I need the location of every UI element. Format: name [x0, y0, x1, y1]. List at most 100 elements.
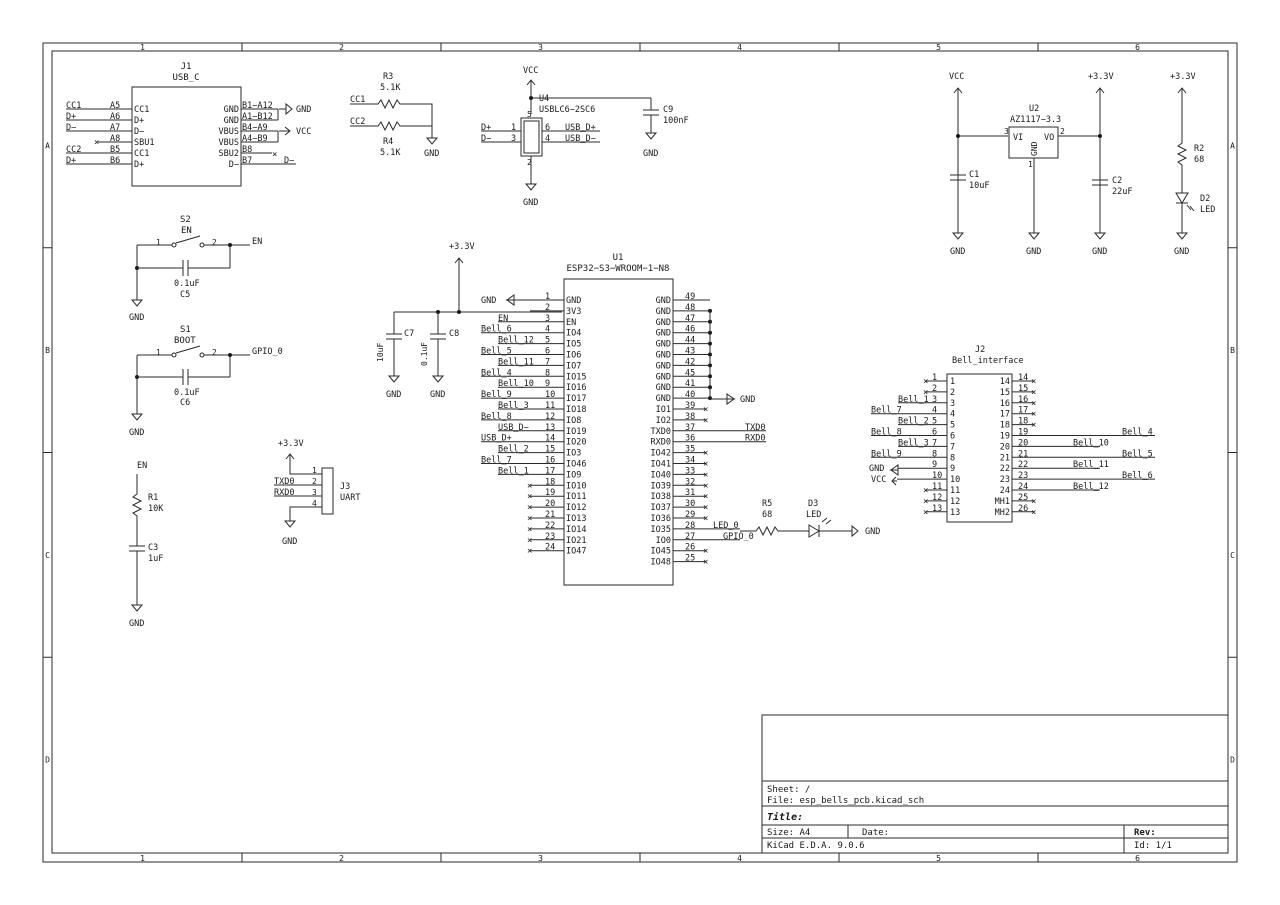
u1-right-no-connect: ×	[703, 405, 708, 415]
title-block-title: Title:	[767, 811, 803, 823]
u1-left-pin-number: 13	[545, 423, 555, 433]
u1-right-pin-name: GND	[656, 351, 671, 361]
u1-left-no-connect: ×	[527, 503, 532, 513]
j2-left-pin-name: 4	[950, 410, 955, 420]
j2-right-pin-number: 17	[1018, 406, 1028, 416]
j3-pin-number: 4	[312, 499, 317, 508]
frame-row-label-left: B	[45, 346, 50, 355]
u1-right-pin-name: RXD0	[651, 438, 671, 448]
j1-right-pin-number: B4−A9	[242, 123, 268, 133]
j1-right-net: D−	[284, 156, 294, 166]
c5-value: 0.1uF	[174, 279, 200, 289]
j1-vcc-label: VCC	[296, 127, 311, 137]
u1-right-pin-name: IO48	[651, 558, 671, 568]
j1-right-pin-number: A1−B12	[242, 112, 273, 122]
j2-left-pin-number: 8	[932, 449, 937, 459]
u1-right-pin-name: IO2	[656, 416, 671, 426]
u1-right-net: TXD0	[745, 423, 765, 433]
j2-right-pin-number: 14	[1018, 373, 1028, 383]
u1-right-pin-name: GND	[656, 340, 671, 350]
u1-right-pin-name: IO39	[651, 481, 671, 491]
j2-left-pin-number: 4	[932, 406, 937, 416]
r5-d3-status-led: R5 68 D3 LED GND	[740, 499, 880, 538]
j2-left-no-connect: ×	[923, 388, 928, 398]
u1-left-pin-number: 1	[545, 292, 550, 302]
j2-right-no-connect: ×	[1031, 410, 1036, 420]
u1-left-net: Bell_8	[481, 412, 512, 422]
j2-right-net: Bell_4	[1122, 428, 1153, 438]
u1-left-pin-number: 5	[545, 336, 550, 346]
u1-left-net: Bell_3	[498, 401, 529, 411]
u2-pin-vo: 2	[1060, 127, 1065, 136]
d3-gnd-label: GND	[865, 527, 880, 537]
u1-left-pin-number: 7	[545, 357, 550, 367]
frame-row-label-left: D	[45, 756, 50, 765]
j1-left-pin-number: A8	[110, 134, 120, 144]
u1-left-pin-name: EN	[566, 318, 576, 328]
r4-value: 5.1K	[380, 148, 401, 158]
j2-right-no-connect: ×	[1031, 377, 1036, 387]
u1-right-pin-number: 30	[685, 499, 695, 509]
j2-left-pin-number: 11	[932, 482, 942, 492]
frame-row-label-right: A	[1230, 141, 1235, 150]
c6-ref: C6	[180, 398, 190, 408]
u2-gnd-pin-name: GND	[1030, 141, 1039, 156]
u4-left-pin-1: 1	[511, 123, 516, 133]
s2-ref: S2	[180, 215, 191, 225]
u1-left-no-connect: ×	[527, 547, 532, 557]
j1-right-pin-name: SBU2	[219, 149, 239, 159]
j2-left-pin-number: 7	[932, 438, 937, 448]
u1-left-pin-name: IO5	[566, 340, 581, 350]
j2-bell-interface: J2 Bell_interface 11×22×33Bell_144Bell_7…	[869, 345, 1155, 523]
u1-right-no-connect: ×	[703, 470, 708, 480]
u2-vi: VI	[1013, 133, 1023, 143]
s1-boot-switch: S1 BOOT 1 2 GPIO_0 0.1uF C6 GND	[129, 325, 283, 438]
u4-right-pin-1: 6	[545, 123, 550, 133]
j1-left-pin-name: D−	[134, 127, 144, 137]
frame-col-label-bottom: 2	[339, 854, 344, 863]
s1-ref: S1	[180, 325, 191, 335]
r1-net: EN	[137, 461, 147, 471]
j2-right-pin-name: 20	[1000, 442, 1010, 452]
u1-left-pin-number: 3	[545, 314, 550, 324]
c5-ref: C5	[180, 290, 190, 300]
j1-left-pin-number: A6	[110, 112, 120, 122]
d2-value: LED	[1200, 205, 1215, 215]
j2-right-pin-number: 26	[1018, 504, 1028, 514]
u1-left-pin-name: 3V3	[566, 307, 581, 317]
u1-right-pin-name: IO42	[651, 449, 671, 459]
frame-col-label-bottom: 5	[936, 854, 941, 863]
j2-left-power: GND	[869, 464, 884, 474]
u1-left-pin-number: 9	[545, 379, 550, 389]
r2-ref: R2	[1194, 144, 1204, 154]
u1-right-pin-name: GND	[656, 296, 671, 306]
s2-pin2: 2	[212, 238, 217, 247]
c8-gnd-label: GND	[430, 390, 445, 400]
u1-right-pin-number: 49	[685, 292, 695, 302]
u1-left-pin-name: IO9	[566, 470, 581, 480]
u1-right-pin-number: 41	[685, 379, 695, 389]
r3-net: CC1	[350, 95, 365, 105]
u1-left-pin-number: 10	[545, 390, 555, 400]
j1-right-pin-number: B7	[242, 156, 252, 166]
u1-left-pin-number: 21	[545, 510, 555, 520]
j2-right-pin-name: 17	[1000, 410, 1010, 420]
j2-left-pin-name: 1	[950, 377, 955, 387]
u1-right-pin-number: 33	[685, 466, 695, 476]
u1-right-net: LED_0	[713, 521, 739, 531]
j2-right-pin-name: 21	[1000, 453, 1010, 463]
j3-net: RXD0	[274, 488, 294, 498]
frame-col-label-top: 5	[936, 43, 941, 52]
j2-left-pin-name: 12	[950, 497, 960, 507]
c8-ref: C8	[449, 329, 459, 339]
u1-left-no-connect: ×	[527, 536, 532, 546]
c2-v33-label: +3.3V	[1088, 72, 1114, 82]
s1-pin1: 1	[156, 348, 161, 357]
j2-left-pin-name: 5	[950, 421, 955, 431]
j2-right-net: Bell_5	[1122, 449, 1153, 459]
j3-value: UART	[340, 493, 360, 503]
j2-right-pin-number: 24	[1018, 482, 1028, 492]
u1-right-pin-number: 38	[685, 412, 695, 422]
